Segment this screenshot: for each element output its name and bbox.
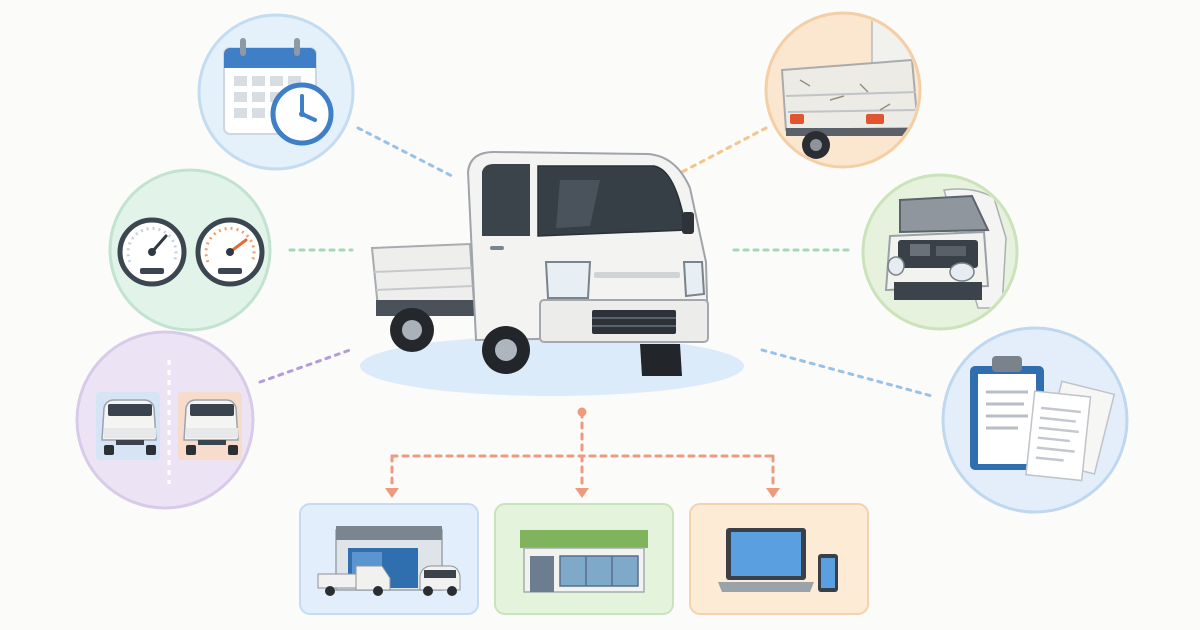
connector-docs xyxy=(760,348,934,398)
worn-cargo-bed-icon xyxy=(764,11,922,169)
open-hood-engine-icon xyxy=(861,173,1019,331)
truck-compare-icon xyxy=(75,330,255,510)
shop-storefront-icon xyxy=(494,503,674,615)
channel-arrows xyxy=(385,488,780,498)
connector-compare xyxy=(258,348,352,384)
gauge-right xyxy=(195,217,265,287)
connector-lines xyxy=(258,126,934,398)
speedometer-gauges-icon xyxy=(108,168,272,332)
laptop-smartphone-icon xyxy=(689,503,869,615)
calendar-clock-icon xyxy=(197,13,355,171)
dealer-showroom-icon xyxy=(299,503,479,615)
clipboard-documents-icon xyxy=(941,326,1129,514)
gauge-left xyxy=(117,217,187,287)
channel-connector xyxy=(390,410,775,490)
kei-truck-icon xyxy=(360,150,744,396)
truck-front-left xyxy=(101,399,157,455)
channel-connector-dot xyxy=(577,407,587,417)
connector-bed xyxy=(680,126,768,174)
connector-calendar xyxy=(356,126,454,178)
truck-front-right xyxy=(183,399,239,455)
